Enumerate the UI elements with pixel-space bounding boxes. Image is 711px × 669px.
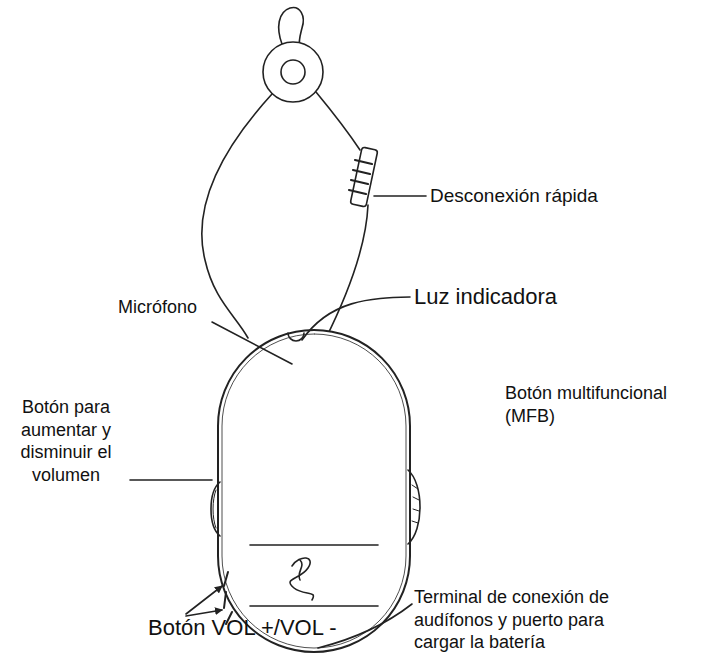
logo-line [250, 544, 378, 546]
wire [202, 94, 272, 338]
part-label: Micrófono [118, 296, 238, 319]
leader-line [374, 195, 426, 197]
part-label: Botón VOL +/VOL - [148, 614, 388, 642]
leader-line [212, 322, 292, 364]
part-label: Terminal de conexión de audífonos y puer… [414, 586, 646, 654]
part-label: Desconexión rápida [430, 184, 670, 208]
part-label: Botón multifuncional (MFB) [505, 382, 700, 427]
leader-line [130, 479, 212, 481]
earpiece-inner [281, 60, 305, 84]
mfb-button [408, 470, 420, 544]
quick-disconnect [349, 147, 378, 207]
ear-hook [279, 8, 304, 46]
logo-mark [290, 558, 313, 600]
wire [325, 205, 368, 340]
device-body [218, 330, 410, 652]
logo-line [250, 605, 378, 607]
part-label: Botón para aumentar y disminuir el volum… [5, 396, 127, 486]
part-label: Luz indicadora [414, 283, 654, 311]
wire [316, 92, 360, 150]
volume-rocker [211, 482, 220, 536]
earpiece [263, 42, 323, 102]
leader-line [302, 297, 410, 340]
leader-line [186, 586, 222, 614]
